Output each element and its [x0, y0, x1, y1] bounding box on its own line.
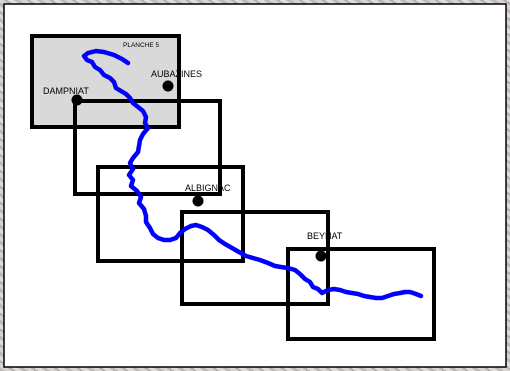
town-marker-dampniat[interactable] [71, 94, 83, 106]
town-marker-albignac[interactable] [192, 195, 204, 207]
map-sheet-2[interactable] [73, 99, 222, 196]
map-sheet-planche-5[interactable] [30, 34, 181, 129]
town-marker-aubazines[interactable] [162, 80, 174, 92]
map-sheet-5[interactable] [286, 247, 436, 341]
town-marker-beynat[interactable] [315, 250, 327, 262]
town-label-dampniat: DAMPNIAT [43, 86, 89, 96]
map-sheet-4[interactable] [180, 210, 330, 306]
town-label-aubazines: AUBAZINES [151, 69, 202, 79]
sheet-label-planche-5: PLANCHE 5 [123, 42, 160, 49]
river-path [81, 48, 424, 301]
town-label-beynat: BEYNAT [307, 231, 343, 241]
town-label-albignac: ALBIGNAC [185, 183, 231, 193]
